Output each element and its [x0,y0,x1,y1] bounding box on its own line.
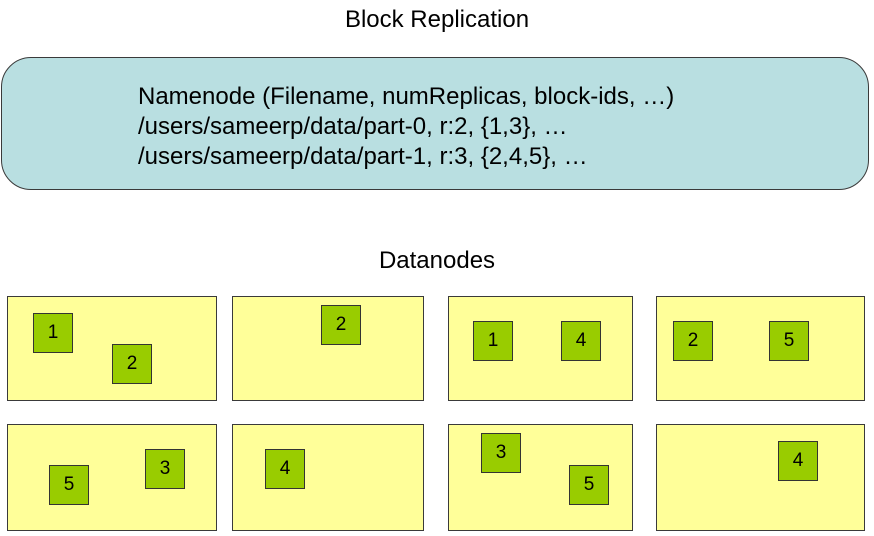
datanode-5: 5 3 [7,424,217,531]
block: 3 [145,449,185,489]
block: 5 [49,465,89,505]
namenode-text: Namenode (Filename, numReplicas, block-i… [138,82,674,172]
namenode-header: Namenode (Filename, numReplicas, block-i… [138,83,675,110]
block: 1 [473,321,513,361]
datanode-1: 1 2 [7,296,217,401]
datanode-2: 2 [232,296,424,401]
block: 1 [33,313,73,353]
block: 2 [112,344,152,384]
diagram-title: Block Replication [344,6,530,33]
datanodes-label: Datanodes [378,247,496,274]
block: 2 [321,305,361,345]
block: 3 [481,433,521,473]
datanode-8: 4 [656,424,865,531]
block: 4 [265,449,305,489]
block: 2 [673,321,713,361]
datanode-3: 1 4 [448,296,633,401]
block: 5 [769,321,809,361]
block: 4 [561,321,601,361]
datanode-7: 3 5 [448,424,633,531]
datanode-4: 2 5 [656,296,865,401]
namenode-entry-part-0: /users/sameerp/data/part-0, r:2, {1,3}, … [138,113,568,140]
block: 4 [778,441,818,481]
namenode-entry-part-1: /users/sameerp/data/part-1, r:3, {2,4,5}… [138,143,588,170]
block: 5 [569,465,609,505]
datanode-6: 4 [232,424,424,531]
namenode-box [1,57,869,190]
